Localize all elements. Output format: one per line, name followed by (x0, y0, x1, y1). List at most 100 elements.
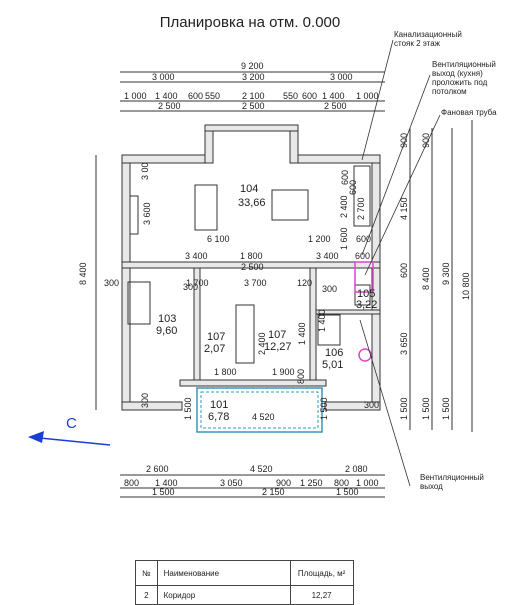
dim-top-row3-g: 600 (302, 91, 317, 101)
dim-right-col1-c: 600 (399, 263, 409, 278)
dim-inner-3: 600 (356, 234, 371, 244)
dim-inner-28: 2 700 (356, 197, 366, 220)
room-104-number: 104 (240, 183, 258, 195)
dim-right-col1-e: 1 500 (399, 397, 409, 420)
note-vent-kitchen-line1: Вентиляционный (432, 60, 496, 69)
note-sewer-line1: Канализационный (394, 30, 462, 39)
dim-top-row4-c: 2 500 (324, 101, 347, 111)
dim-right-col2-b: 8 400 (421, 267, 431, 290)
dim-top-row3-f: 550 (283, 91, 298, 101)
dim-inner-19: 300 (364, 400, 379, 410)
room-106-area: 5,01 (322, 359, 343, 371)
dim-inner-9: 1 700 (186, 278, 209, 288)
dim-inner-21: 300 (322, 284, 337, 294)
table-header-name: Наименование (156, 560, 291, 586)
dim-inner-6: 3 400 (316, 251, 339, 261)
porch-inner (200, 391, 319, 429)
dim-right-col2-c: 1 500 (421, 397, 431, 420)
dim-top-row3-b: 1 400 (155, 91, 178, 101)
dim-right-col1-b: 4 150 (399, 197, 409, 220)
dim-bottom-row2-a: 800 (124, 478, 139, 488)
dim-top-row2-c: 3 000 (330, 72, 353, 82)
room-table-header: № Наименование Площадь, м² (135, 560, 354, 586)
note-sewer-line2: стояк 2 этаж (394, 39, 441, 48)
dim-bottom-row1-a: 2 600 (146, 464, 169, 474)
dim-inner-13: 1 800 (214, 367, 237, 377)
dim-bottom-row2-c: 3 050 (220, 478, 243, 488)
dim-left-upper: 3 600 (142, 202, 152, 225)
note-vent-out-line2: выход (420, 482, 443, 491)
dim-left-mid: 300 (104, 278, 119, 288)
plan-title: Планировка на отм. 0.000 (159, 14, 341, 31)
dim-top-row3-c: 600 (188, 91, 203, 101)
dim-top-row3-d: 550 (205, 91, 220, 101)
dim-inner-24: 800 (296, 369, 306, 384)
compass-label: С (66, 415, 77, 432)
dim-right-col1-d: 3 650 (399, 332, 409, 355)
table-header-area: Площадь, м² (289, 560, 354, 586)
dim-top-row3-e: 2 100 (242, 91, 265, 101)
note-fan-pipe: Фановая труба (441, 108, 497, 117)
dim-right-col3-b: 1 500 (441, 397, 451, 420)
dim-bottom-row3-b: 2 150 (262, 487, 285, 497)
room-107a-number: 107 (207, 331, 225, 343)
dim-right-col1-a: 900 (399, 133, 409, 148)
dim-inner-25: 600 (348, 180, 358, 195)
dim-bottom-row1-b: 4 520 (250, 464, 273, 474)
dim-inner-8: 120 (297, 278, 312, 288)
walls (121, 124, 381, 411)
dim-top-row2-a: 3 000 (152, 72, 175, 82)
dim-inner-7: 3 700 (244, 278, 267, 288)
room-table: № Наименование Площадь, м² 2 Коридор 12,… (135, 560, 354, 605)
dim-bottom-row2-e: 1 250 (300, 478, 323, 488)
dim-right-col4: 10 800 (461, 272, 471, 300)
dim-inner-26: 600 (355, 251, 370, 261)
room-101-area: 6,78 (208, 411, 229, 423)
note-vent-kitchen-line3: проложить под (432, 78, 488, 87)
dim-bottom-row2-f: 800 (334, 478, 349, 488)
dim-inner-18: 3 00 (140, 162, 150, 180)
porch-outline (196, 387, 323, 433)
dim-inner-12: 1 900 (272, 367, 295, 377)
room-107b-area: 12,27 (264, 341, 292, 353)
room-107b-number: 107 (268, 329, 286, 341)
room-107a-area: 2,07 (204, 343, 225, 355)
dim-top-row4-a: 2 500 (158, 101, 181, 111)
dim-left-overall: 8 400 (78, 262, 88, 285)
dim-inner-5: 2 500 (241, 262, 264, 272)
dim-inner-0: 6 100 (207, 234, 230, 244)
dim-top-row3-a: 1 000 (124, 91, 147, 101)
dim-bottom-row2-d: 900 (276, 478, 291, 488)
dim-top-row4-b: 2 500 (242, 101, 265, 111)
furniture (127, 165, 371, 364)
room-106-number: 106 (325, 347, 343, 359)
dim-inner-10: 2 400 (257, 332, 267, 355)
room-105-number: 105 (357, 288, 375, 300)
dim-top-row3-h: 1 400 (322, 91, 345, 101)
table-header-number: № (135, 560, 158, 586)
dim-top-row3-i: 1 000 (356, 91, 379, 101)
room-103-area: 9,60 (156, 325, 177, 337)
room-103-number: 103 (158, 313, 176, 325)
dim-inner-17: 600 (340, 170, 350, 185)
dim-bottom-row1-c: 2 080 (345, 464, 368, 474)
dim-inner-27: 2 400 (339, 195, 349, 218)
dim-inner-15: 1 500 (183, 397, 193, 420)
dim-left-lower: 300 (140, 393, 150, 408)
dim-inner-16: 1 500 (319, 397, 329, 420)
dim-bottom-row2-b: 1 400 (155, 478, 178, 488)
north-arrow-head (28, 431, 44, 443)
vent-outlet (358, 348, 372, 362)
dim-inner-2: 1 200 (308, 234, 331, 244)
dim-right-col3-a: 9 300 (441, 262, 451, 285)
dim-inner-20: 300 (183, 282, 198, 292)
dim-top-row2-b: 3 200 (242, 72, 265, 82)
dim-inner-11: 1 400 (297, 322, 307, 345)
dim-inner-14: 4 520 (252, 412, 275, 422)
table-row: 2 Коридор 12,27 (135, 585, 354, 605)
dim-inner-22: 1 600 (339, 227, 349, 250)
dim-right-col2-a: 900 (421, 133, 431, 148)
dim-bottom-row3-c: 1 500 (336, 487, 359, 497)
leader-lines (359, 39, 441, 487)
